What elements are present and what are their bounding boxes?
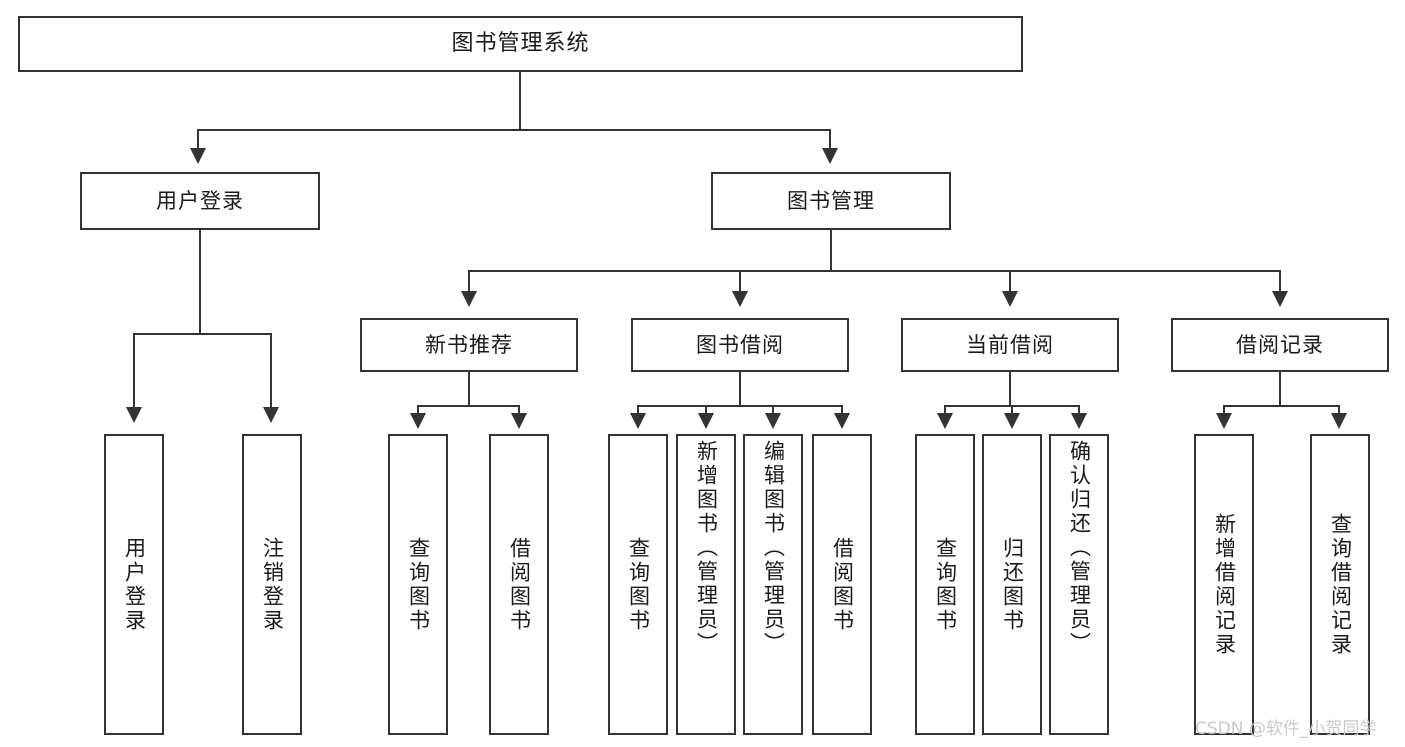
connector-book-manage-stem xyxy=(830,230,832,271)
arrow-to-leaf-borrow-book-1 xyxy=(511,413,527,429)
arrow-to-leaf-edit-book xyxy=(765,413,781,429)
leaf-query-book-borrow[interactable]: 查询图书 xyxy=(608,434,668,735)
node-label: 注销登录 xyxy=(260,536,285,633)
arrow-to-leaf-query-book-1 xyxy=(410,413,426,429)
node-label: 新书推荐 xyxy=(425,332,513,357)
arrow-to-book-manage xyxy=(822,148,838,164)
arrow-to-leaf-add-book xyxy=(698,413,714,429)
connector-borrow-bus xyxy=(637,405,843,407)
connector-current-drop-1 xyxy=(944,405,946,414)
connector-borrow-drop-4 xyxy=(841,405,843,414)
arrow-to-current-borrow xyxy=(1002,291,1018,307)
leaf-edit-book[interactable]: 编辑图书（管理员） xyxy=(743,434,803,735)
connector-borrow-drop-3 xyxy=(772,405,774,414)
node-label: 用户登录 xyxy=(122,536,147,633)
node-label: 查询借阅记录 xyxy=(1328,512,1353,657)
connector-root-bus xyxy=(197,129,831,131)
connector-recommend-drop-2 xyxy=(518,405,520,414)
node-label: 用户登录 xyxy=(156,188,244,213)
arrow-to-leaf-query-book-2 xyxy=(630,413,646,429)
connector-record-stem xyxy=(1279,372,1281,406)
node-borrow-record[interactable]: 借阅记录 xyxy=(1171,318,1389,372)
connector-root-drop-left xyxy=(197,129,199,149)
leaf-borrow-book-recommend[interactable]: 借阅图书 xyxy=(489,434,549,735)
arrow-to-leaf-confirm-return xyxy=(1071,413,1087,429)
connector-record-drop-1 xyxy=(1223,405,1225,414)
connector-user-login-stem xyxy=(199,230,201,334)
node-label: 编辑图书（管理员） xyxy=(761,440,786,656)
arrow-to-borrow-record xyxy=(1272,291,1288,307)
leaf-borrow-book[interactable]: 借阅图书 xyxy=(812,434,872,735)
node-label: 当前借阅 xyxy=(966,332,1054,357)
arrow-to-leaf-user-login xyxy=(126,407,142,423)
arrow-to-leaf-return-book xyxy=(1004,413,1020,429)
connector-borrow-stem xyxy=(739,372,741,406)
node-label: 查询图书 xyxy=(626,536,651,633)
connector-book-manage-drop-2 xyxy=(739,270,741,292)
connector-borrow-drop-1 xyxy=(637,405,639,414)
node-root-system[interactable]: 图书管理系统 xyxy=(18,16,1023,72)
node-user-login[interactable]: 用户登录 xyxy=(80,172,320,230)
leaf-logout[interactable]: 注销登录 xyxy=(242,434,302,735)
connector-book-manage-drop-3 xyxy=(1009,270,1011,292)
connector-book-manage-drop-4 xyxy=(1279,270,1281,292)
connector-root-drop-right xyxy=(829,129,831,149)
connector-current-drop-3 xyxy=(1078,405,1080,414)
node-book-manage[interactable]: 图书管理 xyxy=(711,172,951,230)
leaf-query-book-recommend[interactable]: 查询图书 xyxy=(388,434,448,735)
node-book-borrow[interactable]: 图书借阅 xyxy=(631,318,849,372)
node-label: 借阅图书 xyxy=(507,536,532,633)
node-label: 图书管理系统 xyxy=(451,31,590,57)
node-label: 查询图书 xyxy=(933,536,958,633)
connector-user-login-bus xyxy=(133,333,272,335)
node-label: 归还图书 xyxy=(1000,536,1025,633)
node-label: 借阅记录 xyxy=(1236,332,1324,357)
connector-recommend-stem xyxy=(468,372,470,406)
connector-user-login-drop-2 xyxy=(270,333,272,408)
node-label: 新增借阅记录 xyxy=(1212,512,1237,657)
connector-book-manage-drop-1 xyxy=(468,270,470,292)
connector-record-bus xyxy=(1223,405,1340,407)
node-label: 新增图书（管理员） xyxy=(694,440,719,656)
leaf-user-login[interactable]: 用户登录 xyxy=(104,434,164,735)
arrow-to-user-login xyxy=(190,148,206,164)
leaf-return-book[interactable]: 归还图书 xyxy=(982,434,1042,735)
leaf-query-borrow-record[interactable]: 查询借阅记录 xyxy=(1310,434,1370,735)
connector-book-manage-bus xyxy=(468,270,1281,272)
arrow-to-book-borrow xyxy=(732,291,748,307)
node-label: 图书借阅 xyxy=(696,332,784,357)
csdn-watermark: CSDN @软件_小贺同学 xyxy=(1195,719,1377,739)
leaf-add-book[interactable]: 新增图书（管理员） xyxy=(676,434,736,735)
node-label: 确认归还（管理员） xyxy=(1067,440,1092,656)
connector-current-drop-2 xyxy=(1011,405,1013,414)
node-label: 借阅图书 xyxy=(830,536,855,633)
leaf-confirm-return[interactable]: 确认归还（管理员） xyxy=(1049,434,1109,735)
node-label: 查询图书 xyxy=(406,536,431,633)
leaf-query-book-current[interactable]: 查询图书 xyxy=(915,434,975,735)
arrow-to-leaf-borrow-book-2 xyxy=(834,413,850,429)
arrow-to-leaf-query-record xyxy=(1331,413,1347,429)
connector-root-stem xyxy=(519,72,521,130)
connector-recommend-bus xyxy=(417,405,520,407)
node-label: 图书管理 xyxy=(787,188,875,213)
leaf-add-borrow-record[interactable]: 新增借阅记录 xyxy=(1194,434,1254,735)
node-new-book-recommend[interactable]: 新书推荐 xyxy=(360,318,578,372)
connector-recommend-drop-1 xyxy=(417,405,419,414)
connector-user-login-drop-1 xyxy=(133,333,135,408)
arrow-to-leaf-query-book-3 xyxy=(937,413,953,429)
arrow-to-new-book-recommend xyxy=(461,291,477,307)
connector-record-drop-2 xyxy=(1338,405,1340,414)
connector-borrow-drop-2 xyxy=(705,405,707,414)
arrow-to-leaf-logout xyxy=(263,407,279,423)
node-current-borrow[interactable]: 当前借阅 xyxy=(901,318,1119,372)
arrow-to-leaf-add-record xyxy=(1216,413,1232,429)
connector-current-stem xyxy=(1009,372,1011,406)
